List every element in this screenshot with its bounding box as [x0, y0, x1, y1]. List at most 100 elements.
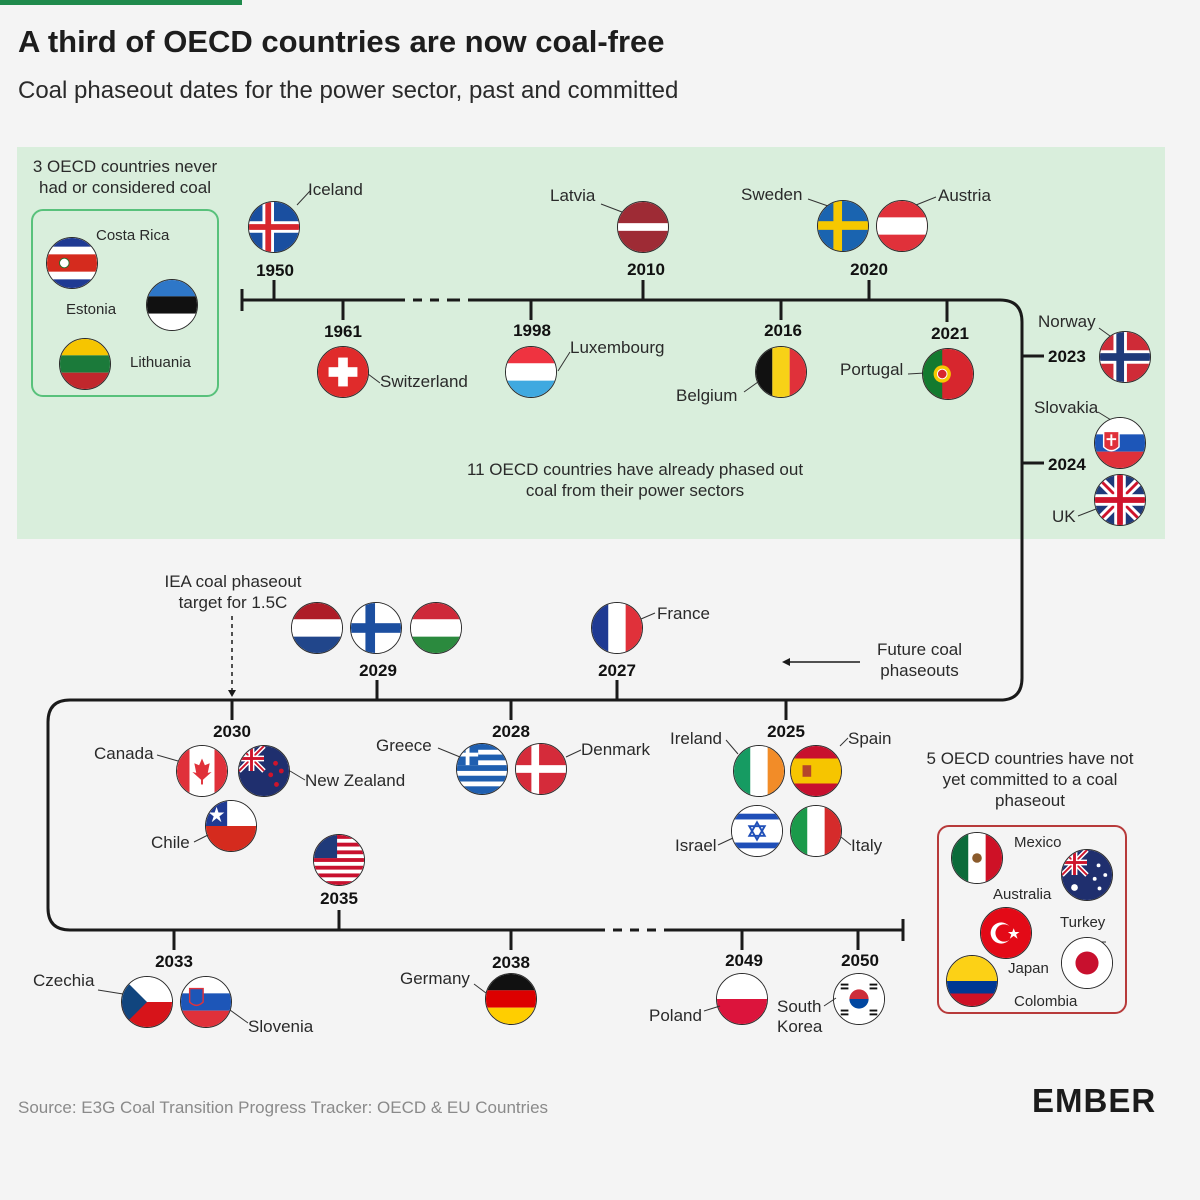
- uncommitted-heading: 5 OECD countries have not yet committed …: [926, 749, 1134, 810]
- label-canada: Canada: [94, 744, 154, 763]
- estonia-flag-icon: [146, 279, 198, 331]
- denmark-flag-icon: [515, 743, 567, 795]
- year-2021: 2021: [931, 324, 969, 343]
- label-mexico: Mexico: [1014, 834, 1062, 851]
- phased-out-note: 11 OECD countries have already phased ou…: [466, 460, 804, 500]
- label-colombia: Colombia: [1014, 993, 1078, 1010]
- page-subtitle: Coal phaseout dates for the power sector…: [18, 77, 679, 104]
- luxembourg-flag-icon: [505, 346, 557, 398]
- label-slovakia: Slovakia: [1034, 398, 1099, 417]
- canada-flag-icon: [176, 745, 228, 797]
- label-germany: Germany: [400, 969, 470, 988]
- uk-flag-icon: [1094, 474, 1146, 526]
- year-2038: 2038: [492, 953, 530, 972]
- latvia-flag-icon: [617, 201, 669, 253]
- finland-flag-icon: [350, 602, 402, 654]
- chile-flag-icon: [205, 800, 257, 852]
- belgium-flag-icon: [755, 346, 807, 398]
- israel-flag-icon: [731, 805, 783, 857]
- iea-target-note: IEA coal phaseout target for 1.5C: [164, 572, 302, 612]
- label-latvia: Latvia: [550, 186, 596, 205]
- year-2029: 2029: [359, 661, 397, 680]
- costa-rica-flag-icon: [46, 237, 98, 289]
- japan-flag-icon: [1061, 937, 1113, 989]
- label-israel: Israel: [675, 836, 717, 855]
- austria-flag-icon: [876, 200, 928, 252]
- label-italy: Italy: [851, 836, 883, 855]
- iceland-flag-icon: [248, 201, 300, 253]
- czechia-flag-icon: [121, 976, 173, 1028]
- label-slovenia: Slovenia: [248, 1017, 314, 1036]
- norway-flag-icon: [1099, 331, 1151, 383]
- france-flag-icon: [591, 602, 643, 654]
- never-coal-heading: 3 OECD countries never had or considered…: [32, 157, 218, 197]
- label-portugal: Portugal: [840, 360, 904, 379]
- label-costa-rica: Costa Rica: [96, 227, 170, 244]
- year-2027: 2027: [598, 661, 636, 680]
- colombia-flag-icon: [946, 955, 998, 1007]
- label-sweden: Sweden: [741, 185, 803, 204]
- label-south-korea-line2: Korea: [777, 1017, 823, 1036]
- australia-flag-icon: [1061, 849, 1113, 901]
- year-2030: 2030: [213, 722, 251, 741]
- south-korea-flag-icon: [833, 973, 885, 1025]
- label-chile: Chile: [151, 833, 190, 852]
- label-norway: Norway: [1038, 312, 1096, 331]
- label-estonia: Estonia: [66, 301, 117, 318]
- year-2035: 2035: [320, 889, 358, 908]
- label-switzerland: Switzerland: [380, 372, 468, 391]
- label-turkey: Turkey: [1060, 914, 1106, 931]
- label-spain: Spain: [848, 729, 892, 748]
- label-belgium: Belgium: [676, 386, 738, 405]
- page-title: A third of OECD countries are now coal-f…: [18, 24, 665, 59]
- italy-flag-icon: [790, 805, 842, 857]
- label-lithuania: Lithuania: [130, 354, 191, 371]
- label-new-zealand: New Zealand: [305, 771, 406, 790]
- label-australia: Australia: [993, 886, 1052, 903]
- year-2050: 2050: [841, 951, 879, 970]
- label-ireland: Ireland: [670, 729, 722, 748]
- netherlands-flag-icon: [291, 602, 343, 654]
- year-2024: 2024: [1048, 455, 1086, 474]
- poland-flag-icon: [716, 973, 768, 1025]
- year-2025: 2025: [767, 722, 805, 741]
- sweden-flag-icon: [817, 200, 869, 252]
- slovakia-flag-icon: [1094, 417, 1146, 469]
- new-zealand-flag-icon: [238, 745, 290, 797]
- usa-flag-icon: [313, 834, 365, 886]
- label-czechia: Czechia: [33, 971, 95, 990]
- spain-flag-icon: [790, 745, 842, 797]
- year-2016: 2016: [764, 321, 802, 340]
- source-note: Source: E3G Coal Transition Progress Tra…: [18, 1098, 549, 1117]
- year-1961: 1961: [324, 322, 362, 341]
- brand-accent-bar: [0, 0, 242, 5]
- turkey-flag-icon: [980, 907, 1032, 959]
- lithuania-flag-icon: [59, 338, 111, 390]
- year-1998: 1998: [513, 321, 551, 340]
- label-south-korea-line1: South: [777, 997, 822, 1016]
- year-1950: 1950: [256, 261, 294, 280]
- label-greece: Greece: [376, 736, 432, 755]
- label-denmark: Denmark: [581, 740, 650, 759]
- ireland-flag-icon: [733, 745, 785, 797]
- portugal-flag-icon: [922, 348, 974, 400]
- greece-flag-icon: [456, 743, 508, 795]
- year-2020: 2020: [850, 260, 888, 279]
- future-phaseouts-note: Future coal phaseouts: [876, 640, 963, 680]
- label-iceland: Iceland: [308, 180, 363, 199]
- label-uk: UK: [1052, 507, 1076, 526]
- label-japan: Japan: [1008, 960, 1049, 977]
- label-austria: Austria: [938, 186, 991, 205]
- uncommitted-box: [937, 825, 1127, 1014]
- label-poland: Poland: [649, 1006, 702, 1025]
- germany-flag-icon: [485, 973, 537, 1025]
- mexico-flag-icon: [951, 832, 1003, 884]
- never-coal-box: [31, 209, 219, 397]
- year-2033: 2033: [155, 952, 193, 971]
- year-2010: 2010: [627, 260, 665, 279]
- slovenia-flag-icon: [180, 976, 232, 1028]
- label-france: France: [657, 604, 710, 623]
- year-2023: 2023: [1048, 347, 1086, 366]
- ember-logo: EMBER: [1032, 1082, 1157, 1119]
